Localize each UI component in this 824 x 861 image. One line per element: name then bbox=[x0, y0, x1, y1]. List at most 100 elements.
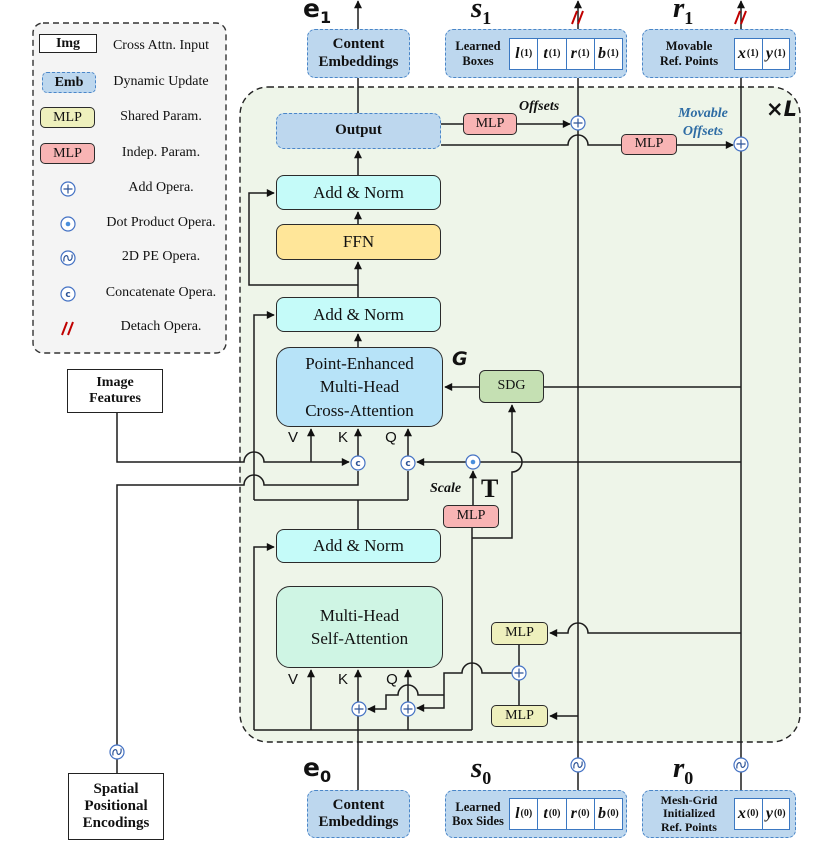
r0-symbol: r0 bbox=[673, 752, 694, 788]
e0-symbol: e0 bbox=[303, 753, 332, 786]
image-features-box: Image Features bbox=[67, 369, 163, 413]
spatial-positional-encodings-box: Spatial Positional Encodings bbox=[68, 773, 164, 840]
self-attn-v-label: V bbox=[287, 671, 298, 688]
ffn-block: FFN bbox=[276, 224, 441, 260]
concat-operator-k: c bbox=[350, 455, 366, 471]
legend-panel bbox=[32, 22, 227, 354]
output-box: Output bbox=[276, 113, 441, 149]
cell-b: b(1) bbox=[598, 44, 619, 62]
query-pe-to-k-wire bbox=[367, 684, 444, 713]
learned-boxes-out: Learned Boxes l(1) t(1) r(1) b(1) bbox=[445, 29, 627, 78]
add-norm-ffn: Add & Norm bbox=[276, 175, 441, 210]
image-features-wire bbox=[116, 413, 350, 466]
ffn-residual-wire bbox=[248, 189, 358, 286]
cell-t: t(1) bbox=[538, 39, 567, 69]
spatial-pe-wire bbox=[116, 471, 359, 745]
add-operator-self-attn-k bbox=[351, 701, 367, 717]
concat-operator-q: c bbox=[400, 455, 416, 471]
sdg-input-wire bbox=[472, 404, 523, 539]
learned-box-sides-label: Learned Box Sides bbox=[452, 799, 504, 828]
e1-symbol: e1 bbox=[303, 0, 332, 27]
cell-x: x(1) bbox=[735, 39, 763, 69]
s1-symbol: s1 bbox=[471, 0, 492, 28]
scale-label: Scale bbox=[430, 481, 462, 496]
cross-attn-tag-g: G bbox=[452, 348, 468, 370]
cell-r: r(1) bbox=[567, 39, 595, 69]
cross-attn-v-label: V bbox=[287, 429, 298, 446]
point-cells: x(1) y(1) bbox=[734, 38, 790, 70]
add-norm-cross-attn: Add & Norm bbox=[276, 297, 441, 332]
cross-attn-residual-wire bbox=[253, 311, 275, 500]
legend-label-dot-product: Dot Product Opera. bbox=[106, 215, 216, 230]
cell-y: y(0) bbox=[765, 804, 786, 822]
legend-label-indep-param: Indep. Param. bbox=[121, 145, 201, 160]
dot-product-operator bbox=[465, 454, 481, 470]
self-attn-residual-wire bbox=[253, 543, 275, 730]
svg-text:c: c bbox=[405, 459, 410, 469]
legend-label-concatenate: Concatenate Opera. bbox=[105, 285, 217, 300]
pe-operator-spatial bbox=[109, 744, 125, 760]
add-operator-boxes bbox=[570, 115, 586, 131]
svg-text:c: c bbox=[65, 290, 70, 300]
cell-r: r(0) bbox=[567, 799, 595, 829]
point-cells: x(0) y(0) bbox=[734, 798, 790, 830]
box-cells: l(1) t(1) r(1) b(1) bbox=[509, 38, 623, 70]
pe-mlp-bottom: MLP bbox=[491, 705, 548, 727]
content-embeddings-out: Content Embeddings bbox=[307, 29, 410, 78]
legend-label-2d-pe: 2D PE Opera. bbox=[121, 249, 201, 264]
multi-head-self-attention: Multi-Head Self-Attention bbox=[276, 586, 443, 668]
cross-attn-q-label: Q bbox=[385, 429, 397, 446]
legend-indep-mlp-icon: MLP bbox=[40, 143, 95, 164]
legend-add-icon bbox=[60, 181, 76, 197]
learned-box-sides-in: Learned Box Sides l(0) t(0) r(0) b(0) bbox=[445, 790, 627, 838]
s0-symbol: s0 bbox=[471, 752, 492, 788]
cell-l: l(0) bbox=[510, 799, 539, 829]
query-pe-to-q-wire bbox=[416, 662, 512, 712]
cell-x: x(0) bbox=[735, 799, 763, 829]
cell-l: l(1) bbox=[510, 39, 539, 69]
repeat-layers-label: ×L bbox=[766, 97, 797, 121]
legend-label-add: Add Opera. bbox=[128, 180, 194, 195]
self-attn-q-label: Q bbox=[386, 671, 398, 688]
pe-operator-ref-points bbox=[733, 757, 749, 773]
repeat-count-var: L bbox=[783, 97, 797, 121]
add-operator-self-attn-q bbox=[400, 701, 416, 717]
legend-concatenate-icon: c bbox=[60, 286, 76, 302]
legend-shared-mlp-icon: MLP bbox=[40, 107, 95, 128]
cross-attn-k-label: K bbox=[337, 429, 348, 446]
movable-ref-points-out: Movable Ref. Points x(1) y(1) bbox=[642, 29, 796, 78]
legend-label-detach: Detach Opera. bbox=[120, 319, 202, 334]
scale-mlp: MLP bbox=[443, 505, 499, 528]
detach-mark-ref-points bbox=[734, 10, 747, 25]
self-attn-k-label: K bbox=[337, 671, 348, 688]
ref-points-to-pe-mlp-wire bbox=[549, 622, 741, 637]
pe-operator-boxes bbox=[570, 757, 586, 773]
cell-b: b(0) bbox=[598, 804, 619, 822]
svg-text:c: c bbox=[355, 459, 360, 469]
scale-tag-t: T bbox=[481, 474, 499, 503]
movable-ref-points-label: Movable Ref. Points bbox=[659, 39, 719, 68]
offsets-label: Offsets bbox=[519, 99, 560, 114]
legend-emb-box-icon: Emb bbox=[42, 72, 96, 93]
offset-mlp: MLP bbox=[463, 113, 517, 135]
add-operator-pe-mlp bbox=[511, 665, 527, 681]
movable-offsets-label: Movable Offsets bbox=[678, 106, 728, 139]
content-embeddings-in: Content Embeddings bbox=[307, 790, 410, 838]
cell-y: y(1) bbox=[765, 44, 786, 62]
movable-offset-mlp: MLP bbox=[621, 134, 677, 155]
point-enhanced-cross-attention: Point-Enhanced Multi-Head Cross-Attentio… bbox=[276, 347, 443, 427]
repeat-symbol: × bbox=[766, 97, 784, 121]
cell-t: t(0) bbox=[538, 799, 567, 829]
legend-dot-product-icon bbox=[60, 216, 76, 232]
legend-label-shared-param: Shared Param. bbox=[120, 109, 202, 124]
legend-label-dynamic-update: Dynamic Update bbox=[113, 74, 209, 89]
legend-img-box-icon: Img bbox=[39, 34, 97, 53]
legend-label-cross-attn-input: Cross Attn. Input bbox=[112, 38, 210, 53]
sdg-block: SDG bbox=[479, 370, 544, 403]
mesh-grid-ref-points-in: Mesh-Grid Initialized Ref. Points x(0) y… bbox=[642, 790, 796, 838]
r1-symbol: r1 bbox=[673, 0, 694, 28]
mesh-grid-ref-points-label: Mesh-Grid Initialized Ref. Points bbox=[660, 792, 718, 834]
pe-mlp-top: MLP bbox=[491, 622, 548, 645]
add-norm-self-attn: Add & Norm bbox=[276, 529, 441, 563]
